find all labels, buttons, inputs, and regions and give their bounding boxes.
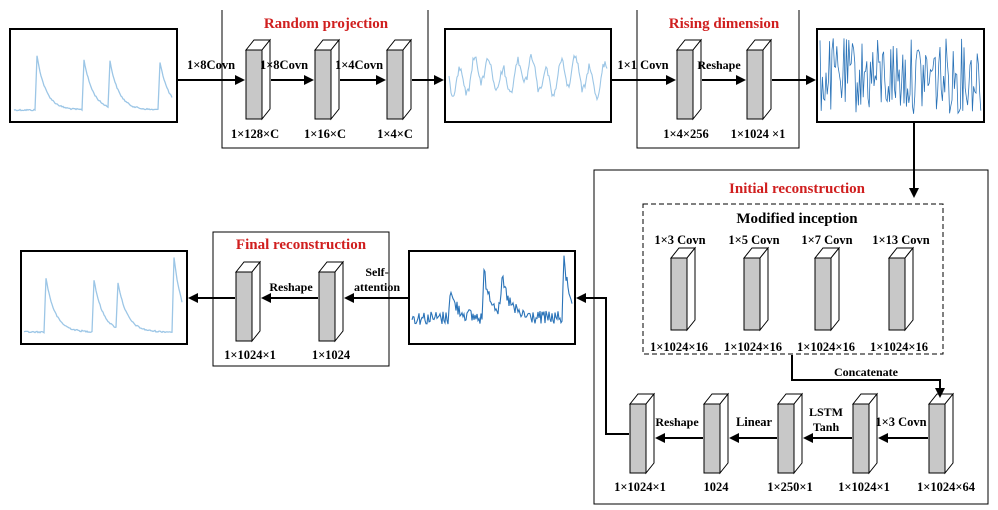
modified-inception-frame [642,203,944,355]
random-projection-title: Random projection [264,16,389,32]
projected-signal-box [444,28,612,123]
modified-inception-title: Modified inception [736,211,858,227]
label-conv-1x13: 1×13 Covn [872,233,930,247]
label-self-attention-1: Self- [365,265,388,279]
label-conv-1x7: 1×7 Covn [801,233,852,247]
label-conv-1x5: 1×5 Covn [728,233,779,247]
initial-reconstruction-frame [593,169,989,505]
flow-arrows [178,75,945,443]
label-conv-1x3-out: 1×3 Covn [875,415,926,429]
block-ir1 [927,392,955,475]
label-linear: Linear [736,415,773,429]
label-concatenate: Concatenate [834,365,899,379]
block-fr1 [317,260,345,343]
dim-fr2: 1×1024×1 [224,348,276,362]
dim-ir1: 1×1024×64 [917,480,976,494]
block-rd1 [675,38,703,121]
label-conv-1x8-a: 1×8Covn [187,58,235,72]
block-mi2 [742,246,770,332]
block-mi1 [669,246,697,332]
dim-rp2: 1×16×C [304,127,346,141]
rising-signal-trace [819,38,982,115]
rising-dimension-title: Rising dimension [669,16,780,32]
dim-rd1: 1×4×256 [663,127,709,141]
initial-signal-box [408,250,576,345]
arrow-concatenate [791,355,945,398]
dim-mi2: 1×1024×16 [724,340,782,354]
dim-mi4: 1×1024×16 [870,340,928,354]
input-signal-trace [13,55,173,112]
label-reshape-initial: Reshape [655,415,699,429]
label-conv-1x8-b: 1×8Covn [260,58,308,72]
dim-mi1: 1×1024×16 [650,340,708,354]
block-rp3 [385,38,413,121]
block-mi4 [887,246,915,332]
block-ir4 [702,392,730,475]
block-rp2 [313,38,341,121]
label-reshape-final: Reshape [269,280,313,294]
dim-ir5: 1×1024×1 [614,480,666,494]
label-self-attention-2: attention [354,280,400,294]
label-lstm: LSTM [809,405,843,419]
arrow-ir5-initial-signal [576,293,629,435]
projected-signal-trace [448,54,608,102]
block-ir5 [628,392,656,475]
label-conv-1x3: 1×3 Covn [654,233,705,247]
dim-ir4: 1024 [704,480,730,494]
output-signal-box [20,250,188,345]
block-rd2 [745,38,773,121]
rising-signal-box [816,28,985,123]
initial-signal-trace [411,255,573,326]
block-ir3 [776,392,804,475]
dim-mi3: 1×1024×16 [797,340,855,354]
conv-blocks [234,38,955,475]
dim-ir2: 1×1024×1 [838,480,890,494]
dim-ir3: 1×250×1 [767,480,813,494]
label-reshape-rising: Reshape [697,58,741,72]
initial-reconstruction-title: Initial reconstruction [729,181,866,197]
dim-rp1: 1×128×C [231,127,279,141]
block-rp1 [244,38,272,121]
output-signal-trace [23,257,183,334]
label-tanh: Tanh [813,420,840,434]
block-ir2 [851,392,879,475]
label-conv-1x1: 1×1 Covn [617,58,668,72]
block-fr2 [234,260,262,343]
block-mi3 [813,246,841,332]
dim-fr1: 1×1024 [312,348,351,362]
final-reconstruction-title: Final reconstruction [236,237,367,253]
input-signal-box [9,28,178,123]
label-conv-1x4: 1×4Covn [335,58,383,72]
dim-rd2: 1×1024 ×1 [731,127,786,141]
dim-rp3: 1×4×C [377,127,413,141]
